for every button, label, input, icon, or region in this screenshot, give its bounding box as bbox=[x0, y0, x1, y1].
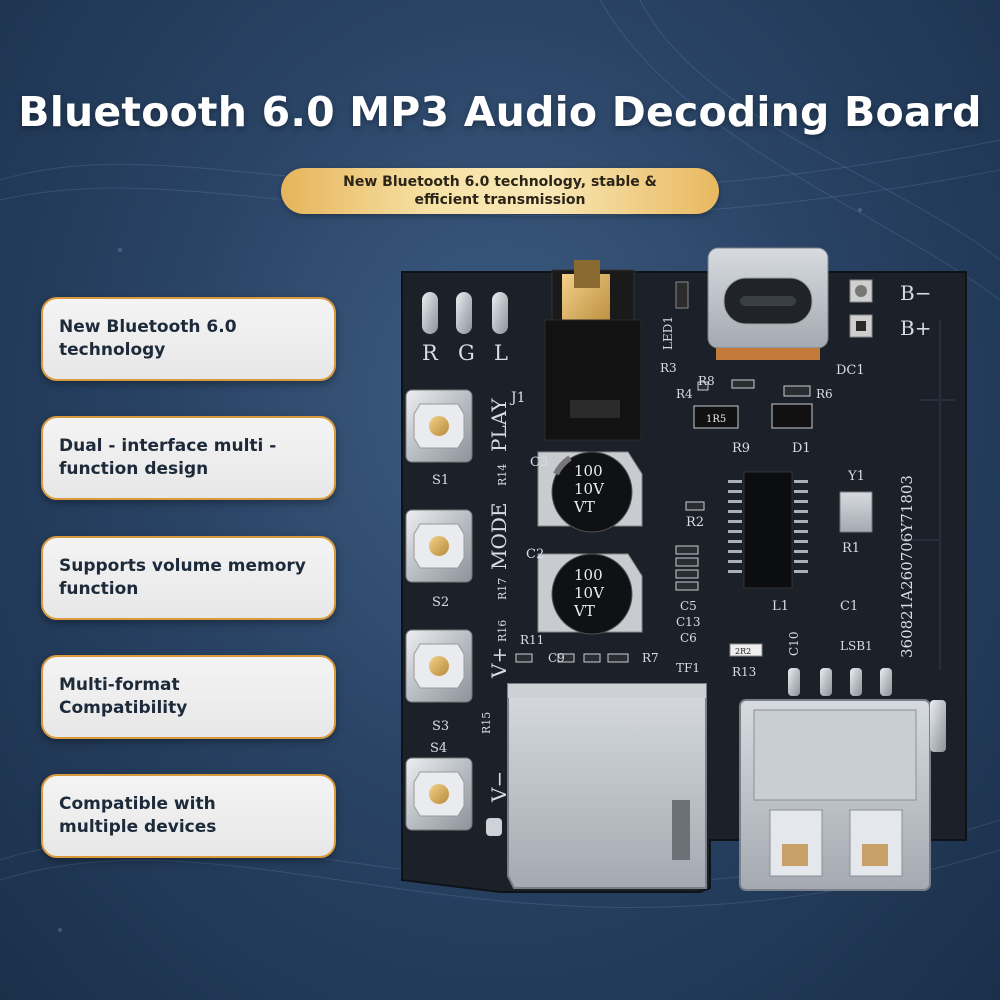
ic-chip bbox=[728, 471, 808, 589]
smd-2r2-marking: 2R2 bbox=[735, 647, 751, 656]
label-d1: D1 bbox=[792, 441, 811, 456]
label-y1: Y1 bbox=[847, 469, 865, 484]
smd-r2 bbox=[685, 501, 705, 511]
led bbox=[675, 281, 689, 309]
label-c3: C3 bbox=[530, 455, 548, 470]
capacitor-c3: 100 10V VT bbox=[537, 451, 643, 533]
label-play: PLAY bbox=[487, 398, 511, 452]
feature-text: Compatible with multiple devices bbox=[59, 794, 217, 837]
label-r9: R9 bbox=[732, 441, 750, 456]
label-r11: R11 bbox=[520, 633, 544, 647]
subtitle-banner: New Bluetooth 6.0 technology, stable & e… bbox=[281, 168, 719, 214]
label-c6: C6 bbox=[680, 631, 697, 645]
feature-text: New Bluetooth 6.0 technology bbox=[59, 317, 237, 360]
crystal-y1 bbox=[839, 491, 873, 533]
switch-s2[interactable] bbox=[405, 509, 473, 583]
svg-text:100: 100 bbox=[574, 462, 603, 480]
serial-number: 360821A260706Y71803 bbox=[898, 475, 916, 658]
label-c9: C9 bbox=[548, 651, 565, 665]
label-tf1: TF1 bbox=[676, 661, 700, 675]
label-c2: C2 bbox=[526, 547, 544, 562]
label-r4: R4 bbox=[676, 387, 693, 401]
feature-card-4: Multi-format Compatibility bbox=[41, 655, 336, 739]
page-title: Bluetooth 6.0 MP3 Audio Decoding Board bbox=[18, 88, 982, 136]
capacitor-c2: 100 10V VT bbox=[537, 553, 643, 635]
usb-a-port[interactable] bbox=[739, 668, 946, 891]
audio-jack bbox=[544, 260, 642, 441]
switch-s4[interactable] bbox=[405, 757, 473, 831]
label-j1: J1 bbox=[509, 390, 526, 406]
pad-g bbox=[456, 292, 472, 334]
subtitle-text: New Bluetooth 6.0 technology, stable & e… bbox=[343, 174, 657, 208]
diode-d1 bbox=[771, 403, 813, 429]
feature-card-3: Supports volume memory function bbox=[41, 536, 336, 620]
label-b-plus: B+ bbox=[900, 316, 931, 340]
label-led1: LED1 bbox=[661, 316, 675, 350]
feature-text: Supports volume memory function bbox=[59, 556, 306, 599]
tf-card-slot[interactable] bbox=[486, 683, 707, 889]
svg-text:10V: 10V bbox=[574, 480, 605, 498]
label-s1: S1 bbox=[432, 473, 449, 488]
label-c10: C10 bbox=[787, 632, 801, 656]
label-r7: R7 bbox=[642, 651, 659, 665]
pad-label-l: L bbox=[494, 341, 508, 365]
smd-r8 bbox=[731, 379, 755, 389]
pad-l bbox=[492, 292, 508, 334]
label-r15: R15 bbox=[480, 712, 493, 734]
usb-c-port bbox=[707, 247, 829, 360]
switch-s1[interactable] bbox=[405, 389, 473, 463]
label-v-plus: V+ bbox=[487, 647, 511, 679]
svg-text:1R5: 1R5 bbox=[706, 414, 726, 425]
pad-label-g: G bbox=[458, 341, 475, 365]
label-b-minus: B− bbox=[900, 281, 931, 305]
label-lsb1: LSB1 bbox=[840, 639, 873, 653]
label-s2: S2 bbox=[432, 595, 449, 610]
label-r8: R8 bbox=[698, 374, 715, 388]
label-mode: MODE bbox=[487, 502, 511, 570]
label-r14: R14 bbox=[496, 464, 509, 486]
resistor-1r5: 1R5 bbox=[693, 405, 739, 429]
label-r2: R2 bbox=[686, 515, 704, 530]
pad-r bbox=[422, 292, 438, 334]
label-c5: C5 bbox=[680, 599, 697, 613]
label-dc1: DC1 bbox=[836, 363, 865, 378]
smd-r6 bbox=[783, 385, 811, 397]
label-r13: R13 bbox=[732, 665, 756, 679]
smd-2r2 bbox=[729, 643, 763, 657]
label-r1: R1 bbox=[842, 541, 860, 556]
svg-text:VT: VT bbox=[573, 498, 595, 516]
pad-label-r: R bbox=[422, 341, 439, 365]
feature-card-5: Compatible with multiple devices bbox=[41, 774, 336, 858]
label-r3: R3 bbox=[660, 361, 677, 375]
feature-card-2: Dual - interface multi - function design bbox=[41, 416, 336, 500]
label-r6: R6 bbox=[816, 387, 833, 401]
svg-text:VT: VT bbox=[573, 602, 595, 620]
svg-text:100: 100 bbox=[574, 566, 603, 584]
smd-r4 bbox=[697, 381, 709, 391]
label-s3: S3 bbox=[432, 719, 449, 734]
label-c13: C13 bbox=[676, 615, 700, 629]
label-r16: R16 bbox=[496, 620, 509, 642]
label-c1: C1 bbox=[840, 599, 858, 614]
label-s4: S4 bbox=[430, 741, 447, 756]
switch-s3[interactable] bbox=[405, 629, 473, 703]
label-r17: R17 bbox=[496, 578, 509, 600]
pcb-board-image: R G L J1 LED1 DC1 B− B+ bbox=[401, 247, 967, 893]
label-l1: L1 bbox=[772, 599, 789, 614]
feature-text: Multi-format Compatibility bbox=[59, 675, 188, 718]
svg-text:10V: 10V bbox=[574, 584, 605, 602]
feature-card-1: New Bluetooth 6.0 technology bbox=[41, 297, 336, 381]
feature-text: Dual - interface multi - function design bbox=[59, 436, 277, 479]
